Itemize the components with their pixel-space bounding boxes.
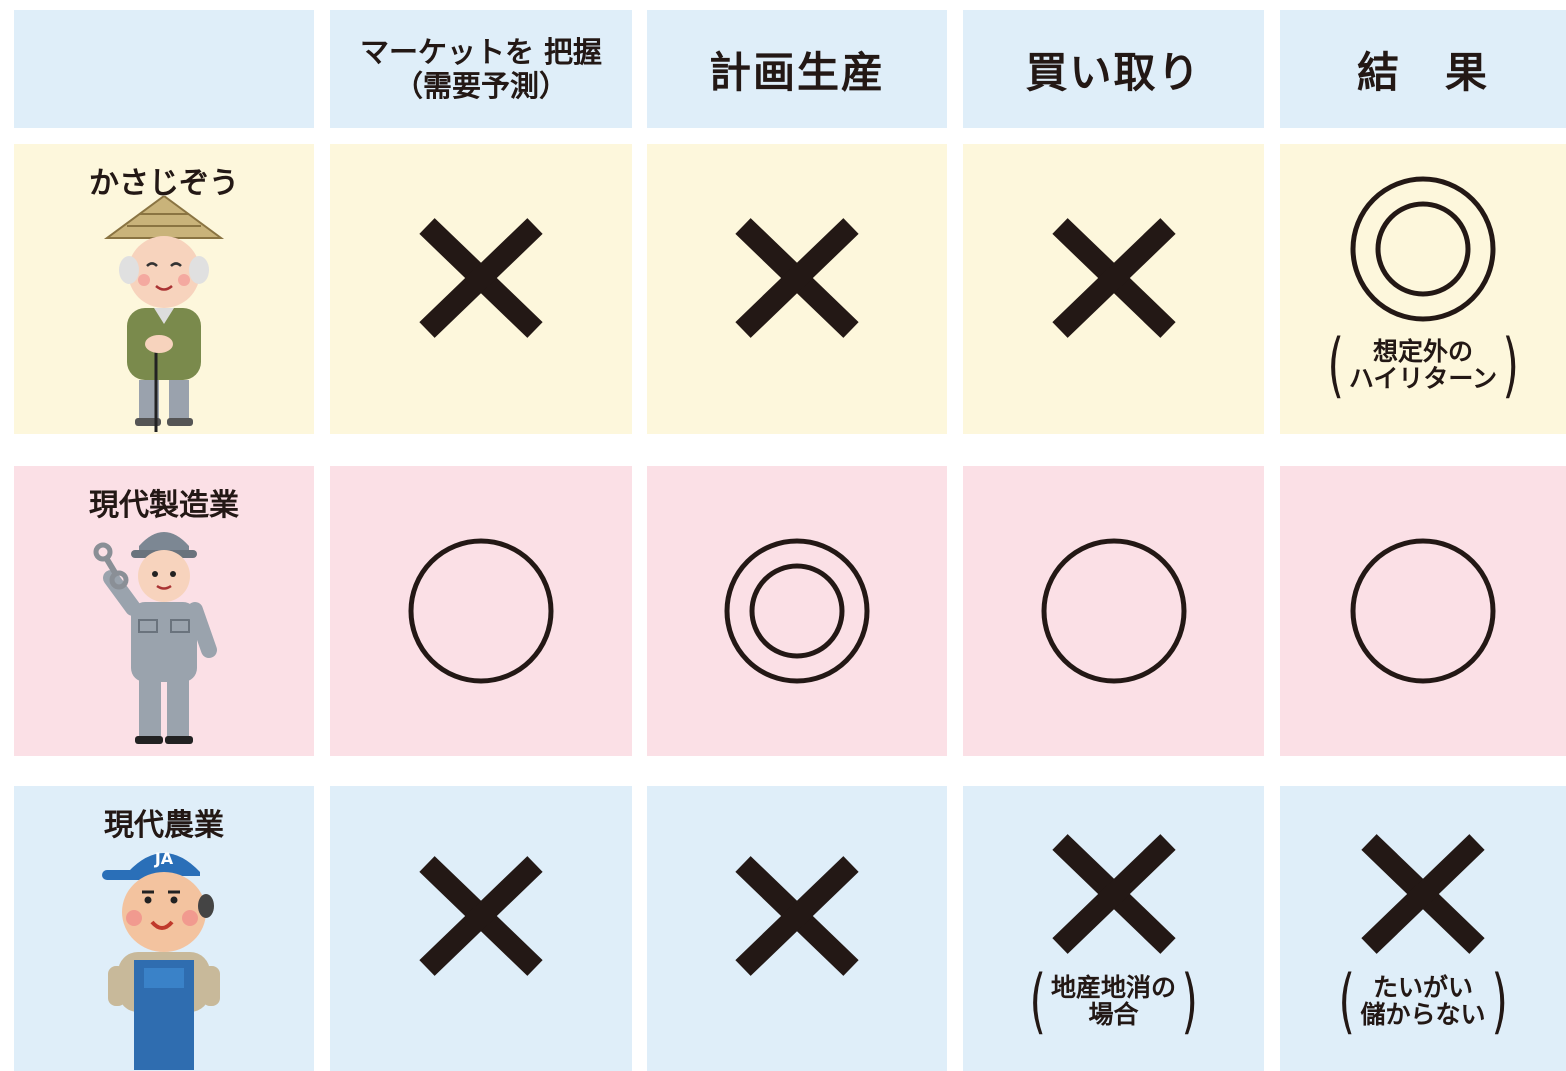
cross-mark <box>1051 218 1176 338</box>
factory-worker-icon <box>93 532 217 744</box>
old-farmer-icon <box>103 196 225 432</box>
result-note: ( 想定外の ハイリターン ) <box>1327 324 1519 406</box>
cross-mark <box>735 218 859 338</box>
cross-mark <box>735 856 859 976</box>
note-text: 想定外の ハイリターン <box>1348 337 1498 393</box>
purchase-note: ( 地産地消の 場合 ) <box>1029 960 1198 1042</box>
row-label-text: 現代製造業 <box>89 488 239 523</box>
cell-manufacturing-result <box>1280 466 1566 756</box>
cross-mark <box>419 856 543 976</box>
cross-mark <box>1051 834 1176 954</box>
cell-kasajizou-purchase <box>963 144 1264 434</box>
row-label-kasajizou: かさじぞう <box>14 144 314 434</box>
cell-manufacturing-purchase <box>963 466 1264 756</box>
double-circle-mark <box>1350 176 1496 322</box>
circle-mark <box>408 538 554 684</box>
header-plan: 計画生産 <box>647 10 947 128</box>
circle-mark <box>1350 538 1496 684</box>
cell-kasajizou-result: ( 想定外の ハイリターン ) <box>1280 144 1566 434</box>
header-market: マーケットを 把握 （需要予測） <box>330 10 632 128</box>
note-text: 地産地消の 場合 <box>1050 973 1176 1029</box>
cell-manufacturing-market <box>330 466 632 756</box>
double-circle-mark <box>724 538 870 684</box>
cell-kasajizou-plan <box>647 144 947 434</box>
row-label-agriculture: 現代農業 JA <box>14 786 314 1071</box>
row-label-text: 現代農業 <box>104 808 224 843</box>
header-corner <box>14 10 314 128</box>
cell-agriculture-purchase: ( 地産地消の 場合 ) <box>963 786 1264 1071</box>
circle-mark <box>1041 538 1186 684</box>
row-label-manufacturing: 現代製造業 <box>14 466 314 756</box>
cell-kasajizou-market <box>330 144 632 434</box>
ja-farmer-icon: JA <box>102 849 220 1070</box>
cell-agriculture-result: ( たいがい 儲からない ) <box>1280 786 1566 1071</box>
cross-mark <box>419 218 543 338</box>
note-text: たいがい 儲からない <box>1360 973 1486 1029</box>
result-note: ( たいがい 儲からない ) <box>1338 960 1508 1042</box>
cross-mark <box>1361 834 1485 954</box>
header-purchase: 買い取り <box>963 10 1264 128</box>
cell-agriculture-plan <box>647 786 947 1071</box>
cell-manufacturing-plan <box>647 466 947 756</box>
cap-text: JA <box>154 849 174 868</box>
cell-agriculture-market <box>330 786 632 1071</box>
header-result: 結 果 <box>1280 10 1566 128</box>
